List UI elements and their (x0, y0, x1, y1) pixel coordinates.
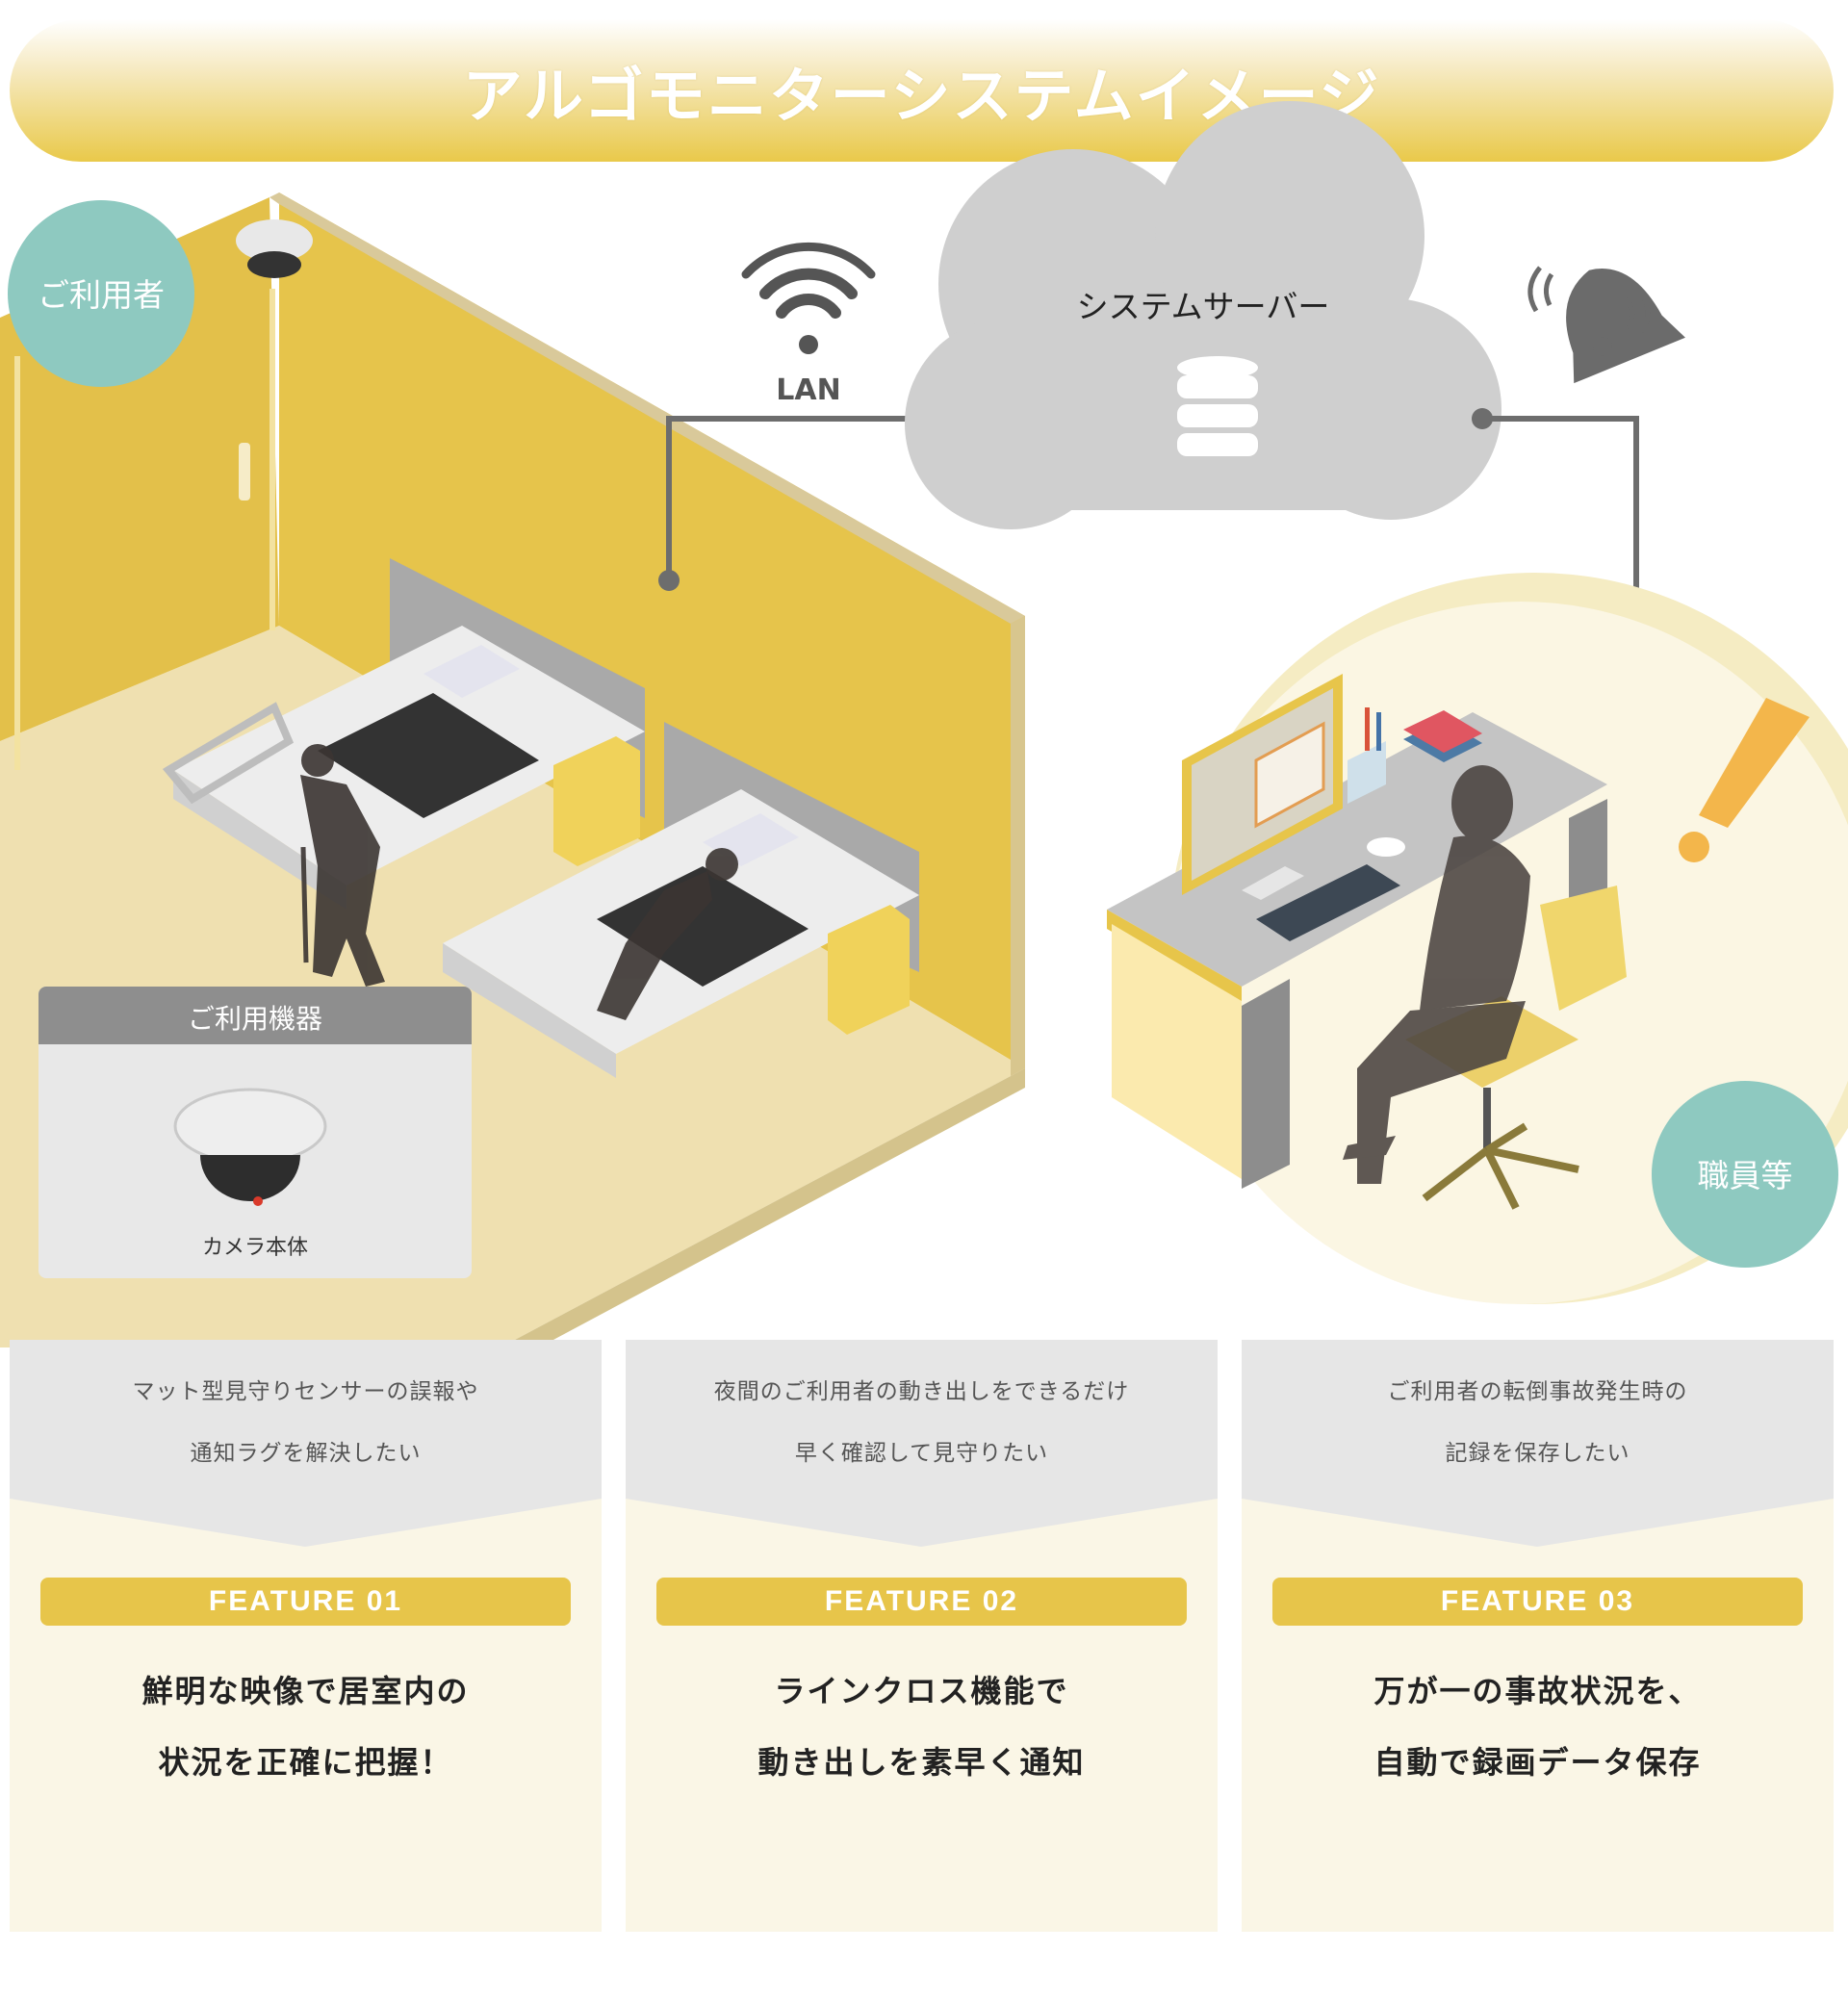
staff-person (1343, 765, 1530, 1184)
door-handle (239, 443, 250, 500)
feature-description: 鮮明な映像で居室内の 状況を正確に把握！ (10, 1667, 602, 1783)
server-label: システムサーバー (1077, 288, 1330, 325)
feature-tag: FEATURE 03 (1272, 1578, 1803, 1626)
feature-card-3: ご利用者の転倒事故発生時の 記録を保存したい FEATURE 03 万が一の事故… (1242, 1340, 1834, 1932)
staff-badge (1652, 1081, 1838, 1268)
user-badge (8, 200, 194, 387)
server-cloud (905, 101, 1502, 529)
lan-label: LAN (776, 373, 840, 407)
down-arrow (10, 1499, 602, 1547)
desc-line: ラインクロス機能で (774, 1673, 1069, 1709)
standing-person-head (301, 744, 334, 777)
feature-description: ラインクロス機能で 動き出しを素早く通知 (626, 1667, 1218, 1783)
lying-person (597, 871, 712, 1020)
title-banner: アルゴモニターシステムイメージ (10, 19, 1834, 162)
need-line: ご利用者の転倒事故発生時の (1387, 1378, 1688, 1404)
need-line: 早く確認して見守りたい (794, 1440, 1049, 1466)
desc-line: 鮮明な映像で居室内の (141, 1673, 470, 1709)
lying-person-head (706, 848, 738, 881)
camera-pole (270, 289, 275, 630)
device-name: カメラ本体 (202, 1236, 308, 1260)
need-line: 記録を保存したい (1445, 1440, 1630, 1466)
desc-line: 動き出しを素早く通知 (757, 1744, 1086, 1781)
need-box: マット型見守りセンサーの誤報や 通知ラグを解決したい (10, 1340, 602, 1499)
floor-edge (500, 1068, 1025, 1348)
need-line: 夜間のご利用者の動き出しをできるだけ (713, 1378, 1130, 1404)
down-arrow (1242, 1499, 1834, 1547)
desc-line: 自動で録画データ保存 (1373, 1744, 1702, 1781)
exclamation-icon (1679, 698, 1810, 862)
need-box: ご利用者の転倒事故発生時の 記録を保存したい (1242, 1340, 1834, 1499)
door-edge (14, 356, 20, 770)
room-illustration (0, 192, 1025, 1348)
desc-line: 状況を正確に把握！ (158, 1744, 453, 1781)
feature-description: 万が一の事故状況を、 自動で録画データ保存 (1242, 1667, 1834, 1783)
need-line: 通知ラグを解決したい (190, 1440, 422, 1466)
standing-person (300, 775, 385, 987)
keyboard (1256, 864, 1400, 941)
feature-card-2: 夜間のご利用者の動き出しをできるだけ 早く確認して見守りたい FEATURE 0… (626, 1340, 1218, 1932)
bed-1 (162, 558, 645, 910)
camera-icon (173, 1088, 327, 1165)
wifi-icon (741, 242, 876, 319)
notify-line (1482, 416, 1639, 664)
wall-side-edge (1011, 616, 1025, 1076)
need-box: 夜間のご利用者の動き出しをできるだけ 早く確認して見守りたい (626, 1340, 1218, 1499)
lan-line (666, 416, 953, 578)
ceiling-camera-icon (236, 219, 313, 262)
desc-line: 万が一の事故状況を、 (1373, 1673, 1702, 1709)
need-line: マット型見守りセンサーの誤報や (132, 1378, 479, 1404)
database-icon (1177, 356, 1258, 456)
system-illustration: ご利用者 ご利用機器 カメラ本体 LAN システムサーバー (0, 101, 1848, 1348)
feature-tag: FEATURE 02 (656, 1578, 1187, 1626)
feature-tag: FEATURE 01 (40, 1578, 571, 1626)
device-card: ご利用機器 カメラ本体 (38, 987, 472, 1278)
feature-card-1: マット型見守りセンサーの誤報や 通知ラグを解決したい FEATURE 01 鮮明… (10, 1340, 602, 1932)
wall-top-edge (270, 192, 1025, 624)
down-arrow (626, 1499, 1218, 1547)
device-header: ご利用機器 (188, 1003, 322, 1035)
staff-label: 職員等 (1698, 1157, 1793, 1194)
bell-icon (1527, 266, 1685, 384)
user-label: ご利用者 (38, 276, 165, 314)
